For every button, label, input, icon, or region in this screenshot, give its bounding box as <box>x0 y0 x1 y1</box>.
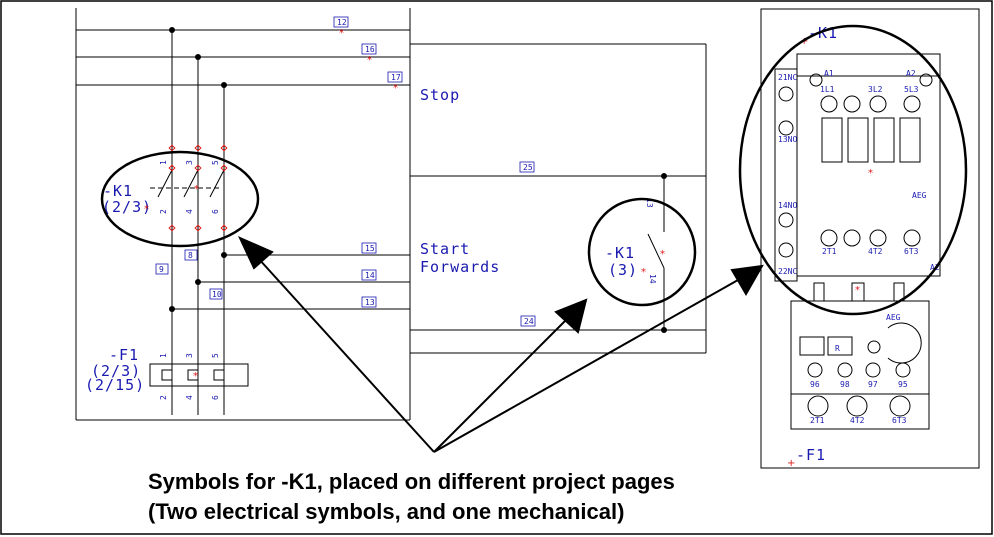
svg-text:*: * <box>194 184 199 195</box>
k1-main-tag: -K1 <box>103 182 133 200</box>
highlight-circle-k1-aux <box>587 197 697 307</box>
right-page: -K1 + 21NC 13NO 14NO 22NC A1 A2 1L1 3L2 <box>738 8 980 469</box>
ref-13: 13 <box>365 298 375 307</box>
svg-text:6: 6 <box>211 209 220 214</box>
brand-label: AEG <box>912 191 927 200</box>
svg-text:4T2: 4T2 <box>868 247 883 256</box>
overload-relay-body: * R AEG 96 98 97 95 2T1 4T2 6T3 <box>790 282 930 430</box>
svg-text:14NO: 14NO <box>778 201 797 210</box>
svg-text:4: 4 <box>185 209 194 214</box>
svg-text:AEG: AEG <box>886 313 901 322</box>
ref-9: 9 <box>159 265 164 274</box>
ref-24: 24 <box>524 317 534 326</box>
svg-text:*: * <box>855 285 860 296</box>
svg-text:2: 2 <box>159 209 168 214</box>
caption-line-2: (Two electrical symbols, and one mechani… <box>148 499 625 524</box>
svg-text:1L1: 1L1 <box>820 85 835 94</box>
ref-12: 12 <box>337 18 347 27</box>
svg-text:1: 1 <box>159 160 168 165</box>
f1-ref-2: (2/15) <box>85 376 145 394</box>
svg-text:2: 2 <box>159 395 168 400</box>
highlight-ellipse-k1-mech <box>738 24 968 316</box>
svg-text:13NO: 13NO <box>778 135 797 144</box>
svg-text:95: 95 <box>898 380 908 389</box>
ref-25: 25 <box>523 163 533 172</box>
contactor-body: 21NC 13NO 14NO 22NC A1 A2 1L1 3L2 5L3 * <box>774 53 941 282</box>
svg-text:6T3: 6T3 <box>904 247 919 256</box>
svg-text:2T1: 2T1 <box>810 416 825 425</box>
svg-text:6T3: 6T3 <box>892 416 907 425</box>
svg-text:4: 4 <box>185 395 194 400</box>
ref-15: 15 <box>365 244 375 253</box>
arrow-to-k1-aux <box>433 317 569 453</box>
middle-page: Stop Start Forwards 25 24 13 14 -K1 (3) … <box>410 43 707 354</box>
svg-text:A1: A1 <box>824 69 834 78</box>
k1-aux-term-bottom: 14 <box>648 274 657 284</box>
svg-text:96: 96 <box>810 380 820 389</box>
svg-text:1: 1 <box>159 353 168 358</box>
left-page: 12 16 17 * * * 1 3 5 * 2 4 6 <box>75 8 411 421</box>
svg-text:A2: A2 <box>906 69 916 78</box>
ref-10: 10 <box>212 290 222 299</box>
svg-text:*: * <box>393 83 398 94</box>
svg-text:6: 6 <box>211 395 220 400</box>
svg-text:21NC: 21NC <box>778 73 797 82</box>
ref-17: 17 <box>391 73 401 82</box>
start-label-2: Forwards <box>420 258 500 276</box>
svg-text:5: 5 <box>211 160 220 165</box>
svg-text:*: * <box>660 249 665 260</box>
svg-text:*: * <box>367 55 372 66</box>
k1-main-ref: (2/3) <box>102 198 152 216</box>
arrow-to-k1-main <box>257 257 435 453</box>
svg-text:97: 97 <box>868 380 878 389</box>
svg-text:5L3: 5L3 <box>904 85 919 94</box>
ref-8: 8 <box>188 251 193 260</box>
svg-text:*: * <box>641 267 646 278</box>
stop-label: Stop <box>420 86 460 104</box>
svg-text:3L2: 3L2 <box>868 85 883 94</box>
start-label-1: Start <box>420 240 470 258</box>
f1-tag: -F1 <box>109 346 139 364</box>
f1-overload-symbol: -F1 (2/3) (2/15) 1 3 5 * 2 4 6 <box>85 346 249 400</box>
k1-mech-title: -K1 <box>808 24 838 42</box>
svg-text:*: * <box>193 371 198 382</box>
svg-text:5: 5 <box>211 353 220 358</box>
k1-main-contacts-symbol: 1 3 5 * 2 4 6 -K1 (2/3) * <box>102 144 228 232</box>
k1-aux-term-top: 13 <box>645 198 654 208</box>
svg-text:+: + <box>787 458 795 469</box>
caption-line-1: Symbols for -K1, placed on different pro… <box>148 469 675 494</box>
svg-text:*: * <box>144 204 149 215</box>
svg-text:2T1: 2T1 <box>822 247 837 256</box>
svg-text:3: 3 <box>185 160 194 165</box>
k1-aux-tag: -K1 <box>605 244 635 262</box>
relay-r-label: R <box>835 344 840 353</box>
svg-text:98: 98 <box>840 380 850 389</box>
f1-ref-1: (2/3) <box>91 362 141 380</box>
k1-aux-contact-symbol: 13 14 -K1 (3) * * <box>605 176 665 330</box>
svg-text:3: 3 <box>185 353 194 358</box>
arrow-to-k1-mech <box>433 279 739 453</box>
ref-14: 14 <box>365 271 375 280</box>
highlight-ellipse-k1-main <box>100 150 260 248</box>
k1-aux-ref: (3) <box>608 261 638 279</box>
pointer-arrows <box>237 236 764 453</box>
svg-text:4T2: 4T2 <box>850 416 865 425</box>
svg-text:*: * <box>339 28 344 39</box>
svg-text:*: * <box>868 168 873 179</box>
ref-16: 16 <box>365 45 375 54</box>
f1-mech-title: -F1 <box>796 446 826 464</box>
svg-text:22NC: 22NC <box>778 267 797 276</box>
